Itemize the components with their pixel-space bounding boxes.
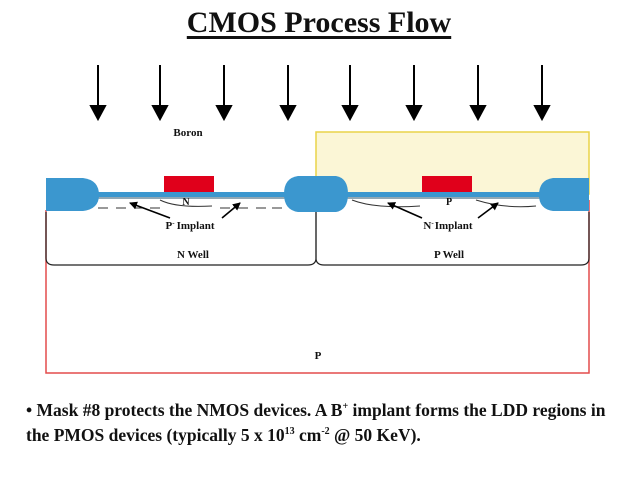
field-oxide-center: [284, 176, 348, 212]
nmos-channel-label: P: [446, 197, 452, 208]
left-implant-label: P-Implant: [166, 219, 215, 232]
page-title-text: CMOS Process Flow: [186, 6, 452, 39]
implant-callouts: [129, 201, 499, 219]
pmos-gate: [164, 176, 214, 192]
junction-curves: [159, 199, 537, 208]
page-title: CMOS Process Flow: [0, 6, 638, 40]
substrate-outline: [45, 200, 590, 374]
implant-arrows: [89, 65, 551, 122]
right-implant-label: N-Implant: [423, 219, 473, 232]
field-oxide-right: [539, 178, 589, 211]
p-well-label: P Well: [434, 249, 464, 261]
bullet-text: • Mask #8 protects the NMOS devices. A B…: [26, 400, 606, 445]
p-well-boundary: [315, 212, 590, 266]
n-well-label: N Well: [177, 249, 209, 261]
bullet-marker: •: [26, 400, 33, 420]
pmos-channel-label: N: [182, 197, 190, 208]
field-oxide-left: [46, 178, 99, 211]
cmos-cross-section-diagram: Boron N P P-Implant N-Implant N Well P W: [45, 65, 590, 374]
n-well-boundary: [45, 212, 317, 266]
implant-species-label: Boron: [173, 127, 202, 139]
substrate-label: P: [315, 350, 322, 362]
nmos-gate: [422, 176, 472, 192]
